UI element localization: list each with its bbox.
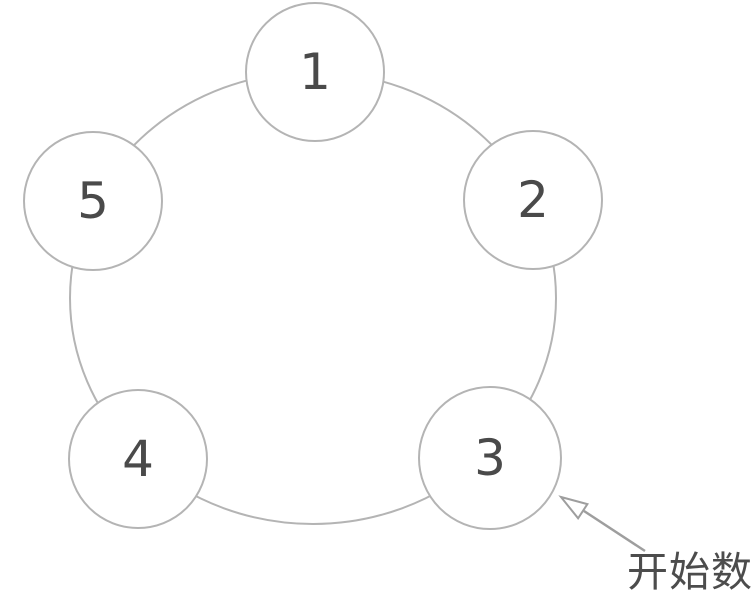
node-3-label: 3	[474, 429, 506, 487]
annotation-arrowhead-icon	[558, 495, 589, 520]
node-4-label: 4	[122, 430, 154, 488]
node-1: 1	[245, 2, 385, 142]
node-5: 5	[23, 131, 163, 271]
annotation-arrow-shaft	[583, 509, 646, 553]
node-1-label: 1	[299, 43, 331, 101]
annotation-label: 开始数	[627, 548, 751, 596]
node-4: 4	[68, 389, 208, 529]
node-2: 2	[463, 130, 603, 270]
node-5-label: 5	[77, 172, 109, 230]
node-2-label: 2	[517, 171, 549, 229]
node-3: 3	[418, 386, 562, 530]
